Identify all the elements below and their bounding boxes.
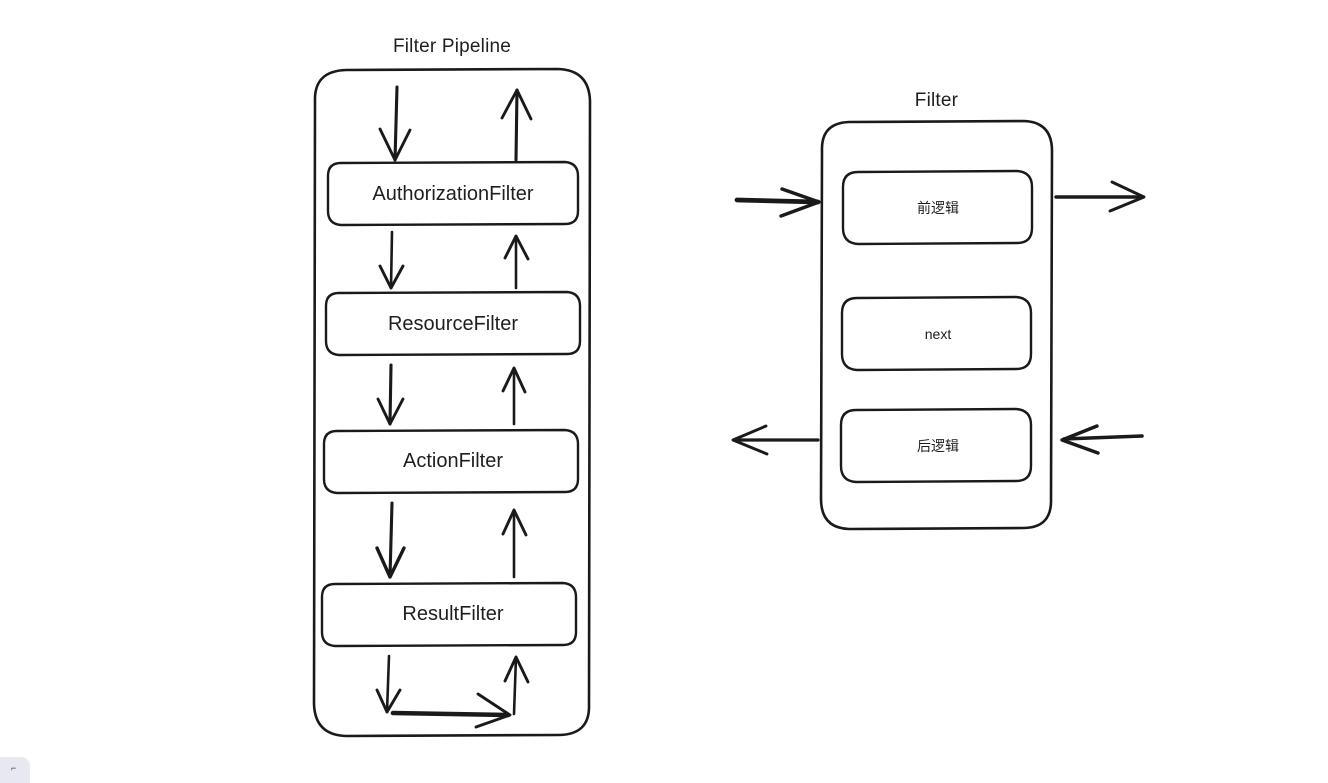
filter-pipeline-container (312, 67, 592, 738)
node-resource-filter[interactable] (324, 290, 582, 357)
arrow-auth-to-resource-down (378, 230, 405, 290)
arrow-entry-down (378, 85, 412, 162)
arrow-action-to-result-down (375, 501, 406, 579)
arrow-request-out (1054, 180, 1146, 213)
arrow-resource-to-auth-up (503, 234, 530, 290)
arrow-result-exit-down (375, 654, 402, 714)
node-result-filter[interactable] (320, 581, 578, 648)
filter-detail-title: Filter (914, 90, 959, 111)
arrow-entry-up (500, 88, 533, 162)
filter-detail-container (819, 119, 1054, 531)
arrow-pipeline-return-elbow (390, 692, 512, 729)
arrow-return-up (503, 655, 530, 716)
node-next[interactable] (840, 295, 1033, 372)
filter-pipeline-title: Filter Pipeline (392, 36, 512, 57)
arrow-result-to-action-up (501, 508, 528, 579)
arrow-action-to-resource-up (501, 366, 527, 426)
arrow-resource-to-action-down (376, 363, 405, 426)
node-post-logic[interactable] (839, 407, 1033, 484)
node-action-filter[interactable] (322, 428, 580, 495)
corner-widget-glyph: ⌐ (11, 763, 17, 773)
node-pre-logic[interactable] (841, 169, 1034, 246)
arrow-request-in (734, 187, 821, 218)
arrow-response-in (1060, 424, 1144, 455)
node-authorization-filter[interactable] (326, 160, 580, 227)
arrow-response-out (731, 424, 820, 456)
